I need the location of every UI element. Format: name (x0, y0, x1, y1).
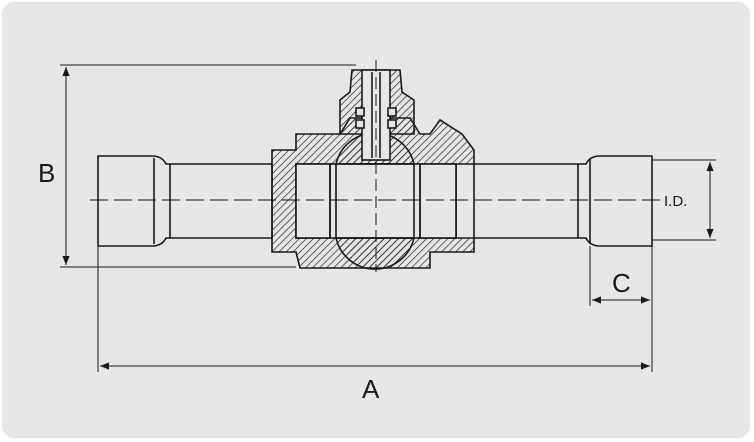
left-pipe (97, 155, 273, 247)
label-b: B (38, 158, 55, 188)
dimension-id (652, 159, 716, 241)
dimension-c (589, 246, 650, 306)
label-c: C (612, 268, 631, 298)
dimension-b (60, 64, 356, 268)
right-pipe (473, 155, 653, 247)
label-id: I.D. (664, 193, 687, 210)
dimension-a (97, 246, 653, 372)
label-a: A (362, 374, 380, 404)
